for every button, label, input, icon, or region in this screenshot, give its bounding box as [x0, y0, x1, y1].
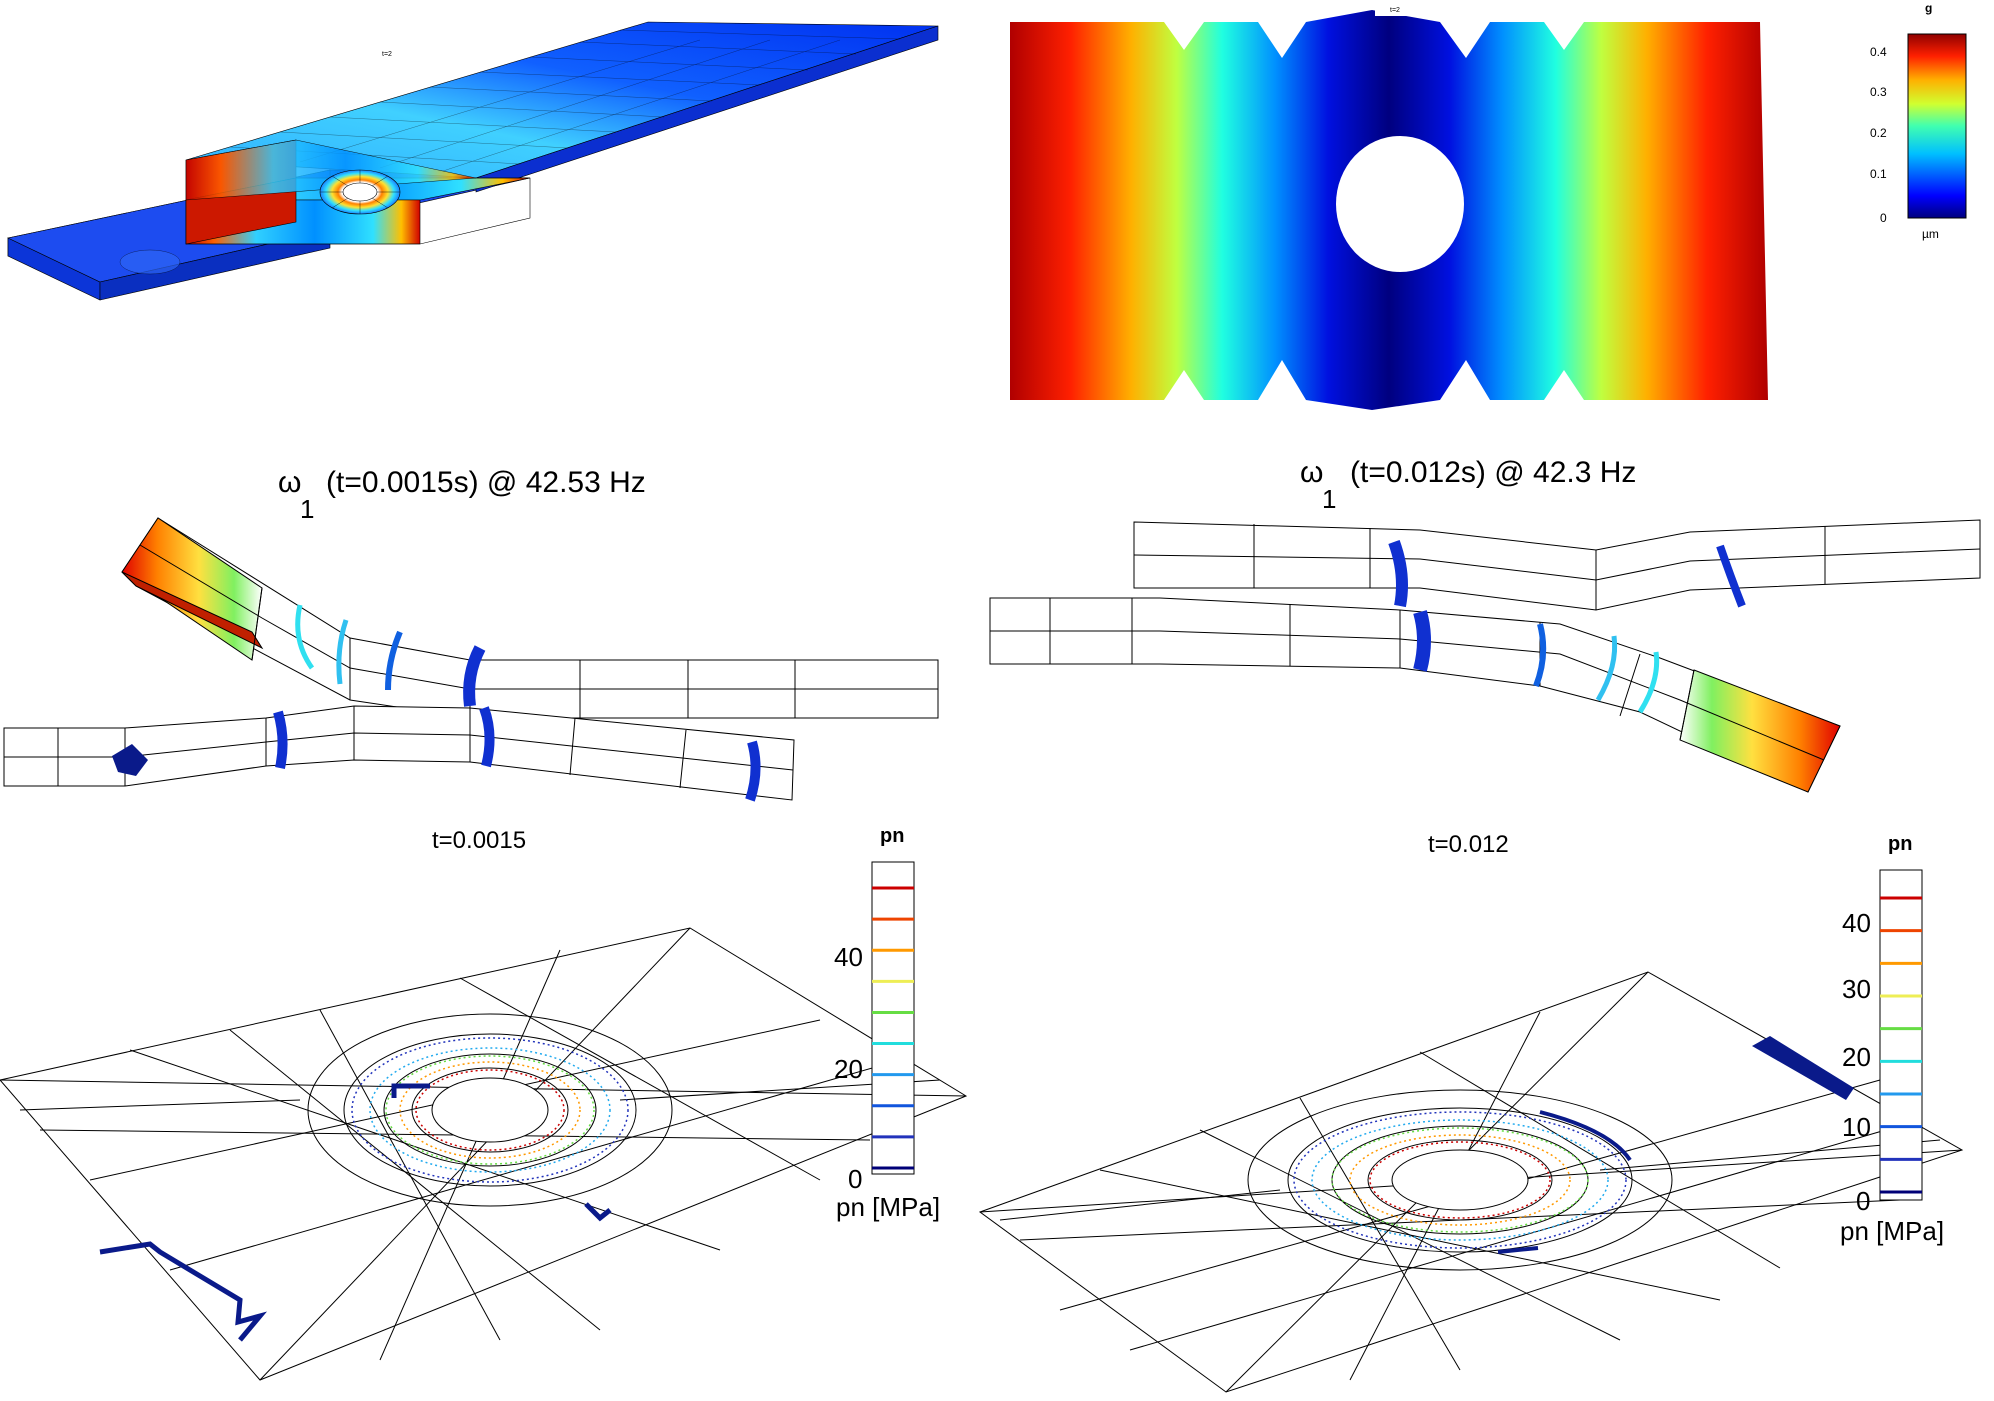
gap-colorbar-unit: µm: [1922, 227, 1939, 241]
mode-right-upper-mesh: [1133, 524, 1981, 610]
pressure-legend-left-tick-0: 40: [834, 942, 863, 972]
pressure-legend-left-tick-1: 20: [834, 1054, 863, 1084]
top-left-time-label: t=2: [382, 51, 392, 58]
mode-left-subscript: 1: [300, 494, 314, 524]
hole-radial-mesh: [320, 170, 400, 214]
bottom-right-time-label: t=0.012: [1428, 831, 1509, 858]
mode-shape-left: ω 1 (t=0.0015s) @ 42.53 Hz: [3, 466, 939, 854]
mode-left-title: (t=0.0015s) @ 42.53 Hz: [326, 466, 646, 499]
bottom-left-time-label: t=0.0015: [432, 827, 526, 854]
pressure-legend-right-title: pn: [1888, 833, 1912, 855]
gap-colorbar-tick-2: 0.2: [1870, 126, 1887, 140]
gap-colorbar-tick-3: 0.1: [1870, 167, 1887, 181]
pressure-legend-right-tick-0: 40: [1842, 908, 1871, 938]
mode-right-lower-mesh: [990, 598, 1825, 761]
mode-left-omega: ω: [278, 466, 301, 499]
pressure-legend-right-tick-2: 20: [1842, 1042, 1871, 1072]
mode-right-title: (t=0.012s) @ 42.3 Hz: [1350, 456, 1636, 489]
pressure-legend-left-lines: [872, 886, 914, 1170]
pressure-legend-right-lines: [1880, 896, 1922, 1194]
gap-colorbar-title: g: [1925, 1, 1932, 15]
gap-colorbar-tick-4: 0: [1880, 211, 1887, 225]
gap-colorbar: g 0.4 0.3 0.2 0.1 0 µm: [1870, 1, 1967, 241]
pressure-legend-right-tick-3: 10: [1842, 1112, 1871, 1142]
mode-right-subscript: 1: [1322, 484, 1336, 514]
pressure-legend-right-unit: pn [MPa]: [1840, 1216, 1944, 1246]
upper-plate-mesh: [229, 29, 901, 173]
pressure-legend-right-tick-1: 30: [1842, 974, 1871, 1004]
top-right-time-label: t=2: [1390, 7, 1400, 14]
pressure-legend-left-unit: pn [MPa]: [836, 1192, 940, 1222]
pressure-mesh-right: [978, 971, 1964, 1393]
mode-right-omega: ω: [1300, 456, 1323, 489]
gap-colorbar-tick-0: 0.4: [1870, 45, 1887, 59]
mode-left-lower-mesh: [4, 706, 794, 789]
pressure-legend-right-tick-4: 0: [1856, 1186, 1870, 1216]
pressure-legend-right: pn 40 30 20 10 0 pn [MPa]: [1840, 833, 1944, 1246]
pressure-legend-left-tick-2: 0: [848, 1164, 862, 1194]
lap-joint-3d-view: t=2: [7, 21, 939, 301]
pressure-mesh-left: [0, 927, 968, 1381]
mode-shape-right: ω 1 (t=0.012s) @ 42.3 Hz: [989, 456, 1981, 858]
pressure-legend-left: pn 40 20 0 pn [MPa]: [834, 825, 940, 1222]
pressure-legend-left-title: pn: [880, 825, 904, 847]
gap-colorbar-tick-1: 0.3: [1870, 85, 1887, 99]
gap-contour-plate: t=2: [1010, 2, 1768, 410]
